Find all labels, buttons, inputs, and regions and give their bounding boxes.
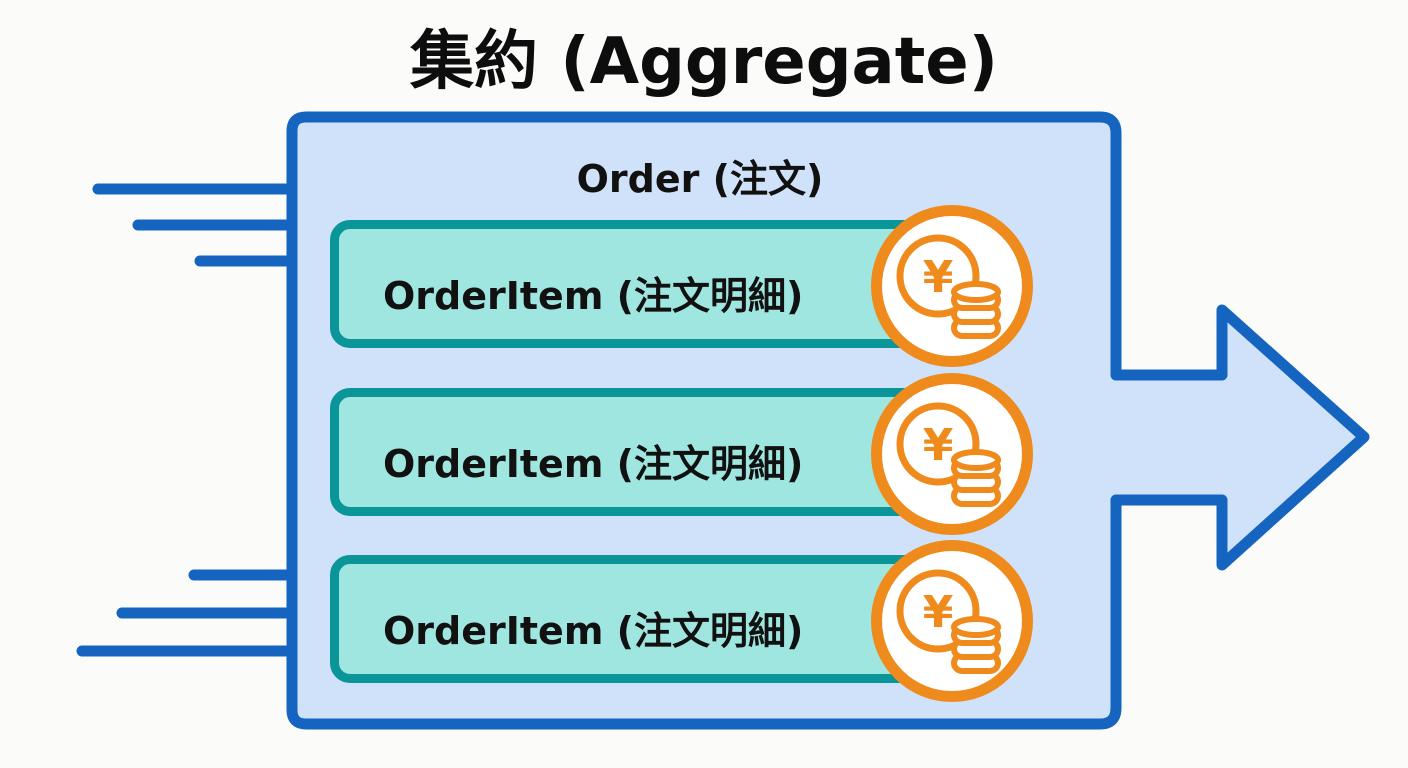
svg-text:¥: ¥ — [923, 252, 954, 303]
order-item-box: OrderItem (注文明細) — [330, 555, 930, 683]
incoming-lines-top — [92, 183, 298, 267]
order-item-label: OrderItem (注文明細) — [383, 442, 804, 486]
svg-text:¥: ¥ — [923, 420, 954, 471]
order-item-box: OrderItem (注文明細) — [330, 220, 930, 348]
order-item-box: OrderItem (注文明細) — [330, 388, 930, 516]
order-item-label: OrderItem (注文明細) — [383, 274, 804, 318]
order-item-label: OrderItem (注文明細) — [383, 609, 804, 653]
aggregate-root-label: Order (注文) — [576, 157, 824, 201]
svg-text:¥: ¥ — [923, 587, 954, 638]
yen-coins-icon: ¥ — [871, 540, 1033, 702]
yen-coins-icon: ¥ — [871, 373, 1033, 535]
yen-coins-icon: ¥ — [871, 205, 1033, 367]
incoming-lines-bottom — [76, 569, 298, 657]
page-title: 集約 (Aggregate) — [410, 25, 998, 99]
